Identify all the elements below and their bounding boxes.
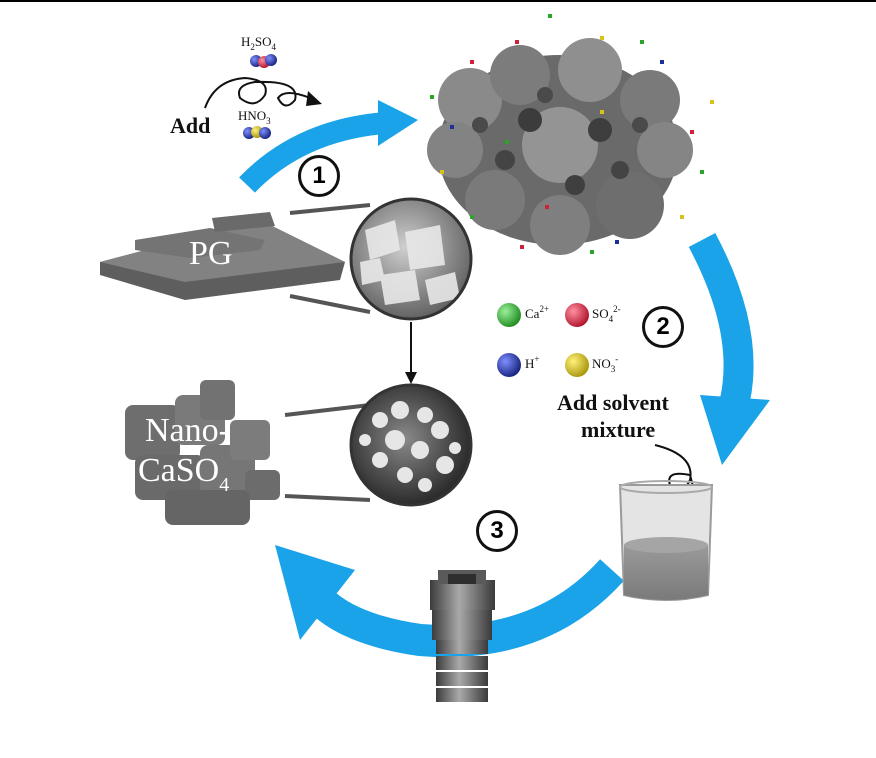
legend-h-label: H+ bbox=[525, 354, 540, 371]
no3-ion-icon bbox=[565, 353, 589, 377]
nano-label-line1: Nano- bbox=[145, 412, 230, 449]
add-solvent-label: Add solvent bbox=[557, 390, 669, 415]
add-label: Add bbox=[170, 113, 211, 138]
pg-plate-image bbox=[100, 212, 345, 300]
legend-no3-label: NO3- bbox=[592, 354, 619, 374]
arrow-step3 bbox=[275, 545, 624, 658]
zoom-line-lower bbox=[289, 294, 371, 314]
add-acid-arrow bbox=[204, 76, 322, 109]
hno3-label: HNO3 bbox=[238, 108, 271, 126]
porous-particle-image bbox=[427, 14, 714, 255]
sem-nano-micrograph bbox=[349, 383, 473, 507]
legend-spheres bbox=[497, 303, 589, 377]
down-arrowhead bbox=[405, 372, 417, 384]
h2so4-molecule-icon bbox=[250, 54, 277, 68]
step-2-badge: 2 bbox=[642, 306, 684, 348]
zoom-line-upper bbox=[289, 203, 371, 215]
h-ion-icon bbox=[497, 353, 521, 377]
beaker-image bbox=[618, 480, 714, 601]
mixture-label: mixture bbox=[581, 417, 656, 442]
arrow-step2 bbox=[688, 232, 770, 465]
so4-ion-icon bbox=[565, 303, 589, 327]
h2so4-label: H2SO4 bbox=[241, 34, 277, 52]
sem-pg-micrograph bbox=[349, 197, 473, 321]
zoom-line-lower-2 bbox=[284, 494, 371, 502]
legend-ca-label: Ca2+ bbox=[525, 304, 550, 321]
legend-so4-label: SO42- bbox=[592, 304, 621, 324]
pg-label: PG bbox=[189, 235, 233, 272]
step-1-badge: 1 bbox=[298, 155, 340, 197]
arrow-step1 bbox=[239, 100, 418, 193]
nano-label-line2: CaSO4 bbox=[138, 452, 230, 496]
step-3-badge: 3 bbox=[476, 510, 518, 552]
autoclave-reactor-image bbox=[430, 570, 495, 702]
ca-ion-icon bbox=[497, 303, 521, 327]
zoom-line-upper-2 bbox=[284, 403, 371, 417]
nano-caso4-blocks-image bbox=[125, 380, 280, 525]
hno3-molecule-icon bbox=[243, 126, 271, 139]
